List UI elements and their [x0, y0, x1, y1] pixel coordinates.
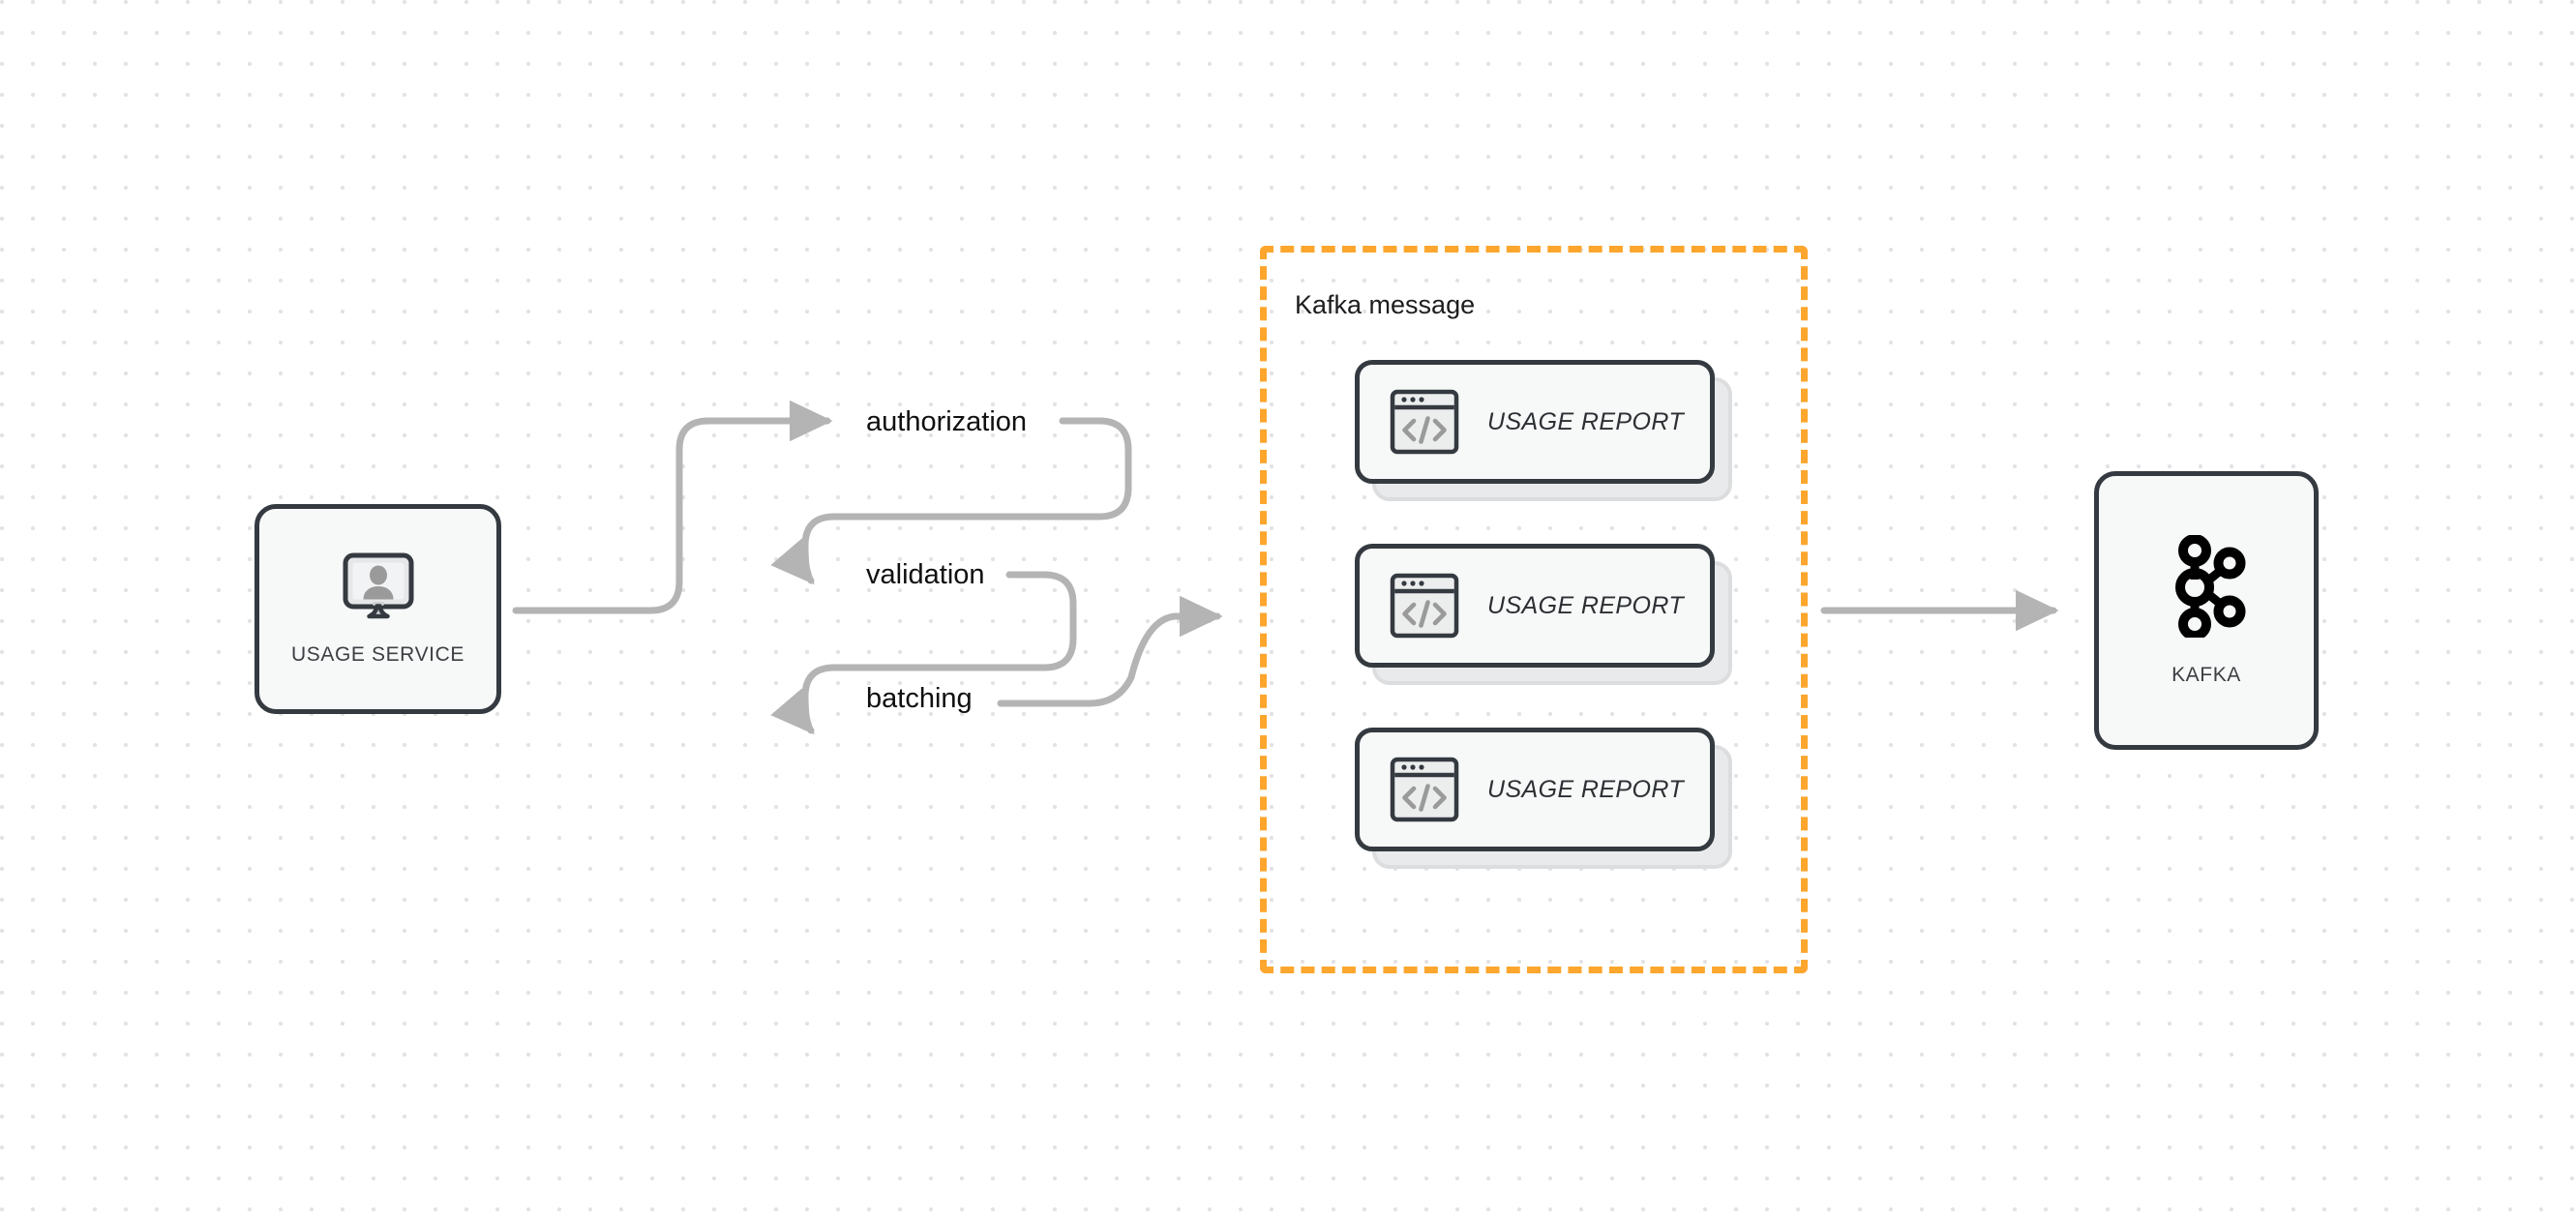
code-window-icon: [1389, 570, 1460, 641]
usage-report-card-label: USAGE REPORT: [1487, 591, 1684, 619]
code-window-icon: [1389, 386, 1460, 458]
pipeline-stage-validation[interactable]: validation: [866, 559, 985, 590]
wire-service-to-authorization: [512, 400, 833, 614]
wire-batching-to-kafka-message: [997, 595, 1223, 707]
kafka-logo-icon: [2166, 533, 2247, 642]
monitor-user-icon: [341, 551, 416, 626]
usage-report-card-label: USAGE REPORT: [1487, 407, 1684, 435]
usage-report-card[interactable]: USAGE REPORT: [1355, 360, 1732, 501]
node-kafka[interactable]: KAFKA: [2094, 471, 2319, 750]
usage-report-card-label: USAGE REPORT: [1487, 775, 1684, 803]
node-usage-service-label: USAGE SERVICE: [291, 643, 464, 666]
node-kafka-label: KAFKA: [2172, 663, 2241, 686]
usage-report-card[interactable]: USAGE REPORT: [1355, 544, 1732, 685]
node-usage-service[interactable]: USAGE SERVICE: [255, 504, 501, 714]
kafka-message-group-title: Kafka message: [1295, 290, 1476, 319]
pipeline-stage-batching[interactable]: batching: [866, 683, 973, 714]
usage-report-card[interactable]: USAGE REPORT: [1355, 728, 1732, 869]
kafka-message-group[interactable]: [1260, 246, 1808, 973]
code-window-icon: [1389, 754, 1460, 825]
wire-authorization-to-validation: [770, 417, 1132, 585]
pipeline-stage-authorization[interactable]: authorization: [866, 406, 1028, 437]
